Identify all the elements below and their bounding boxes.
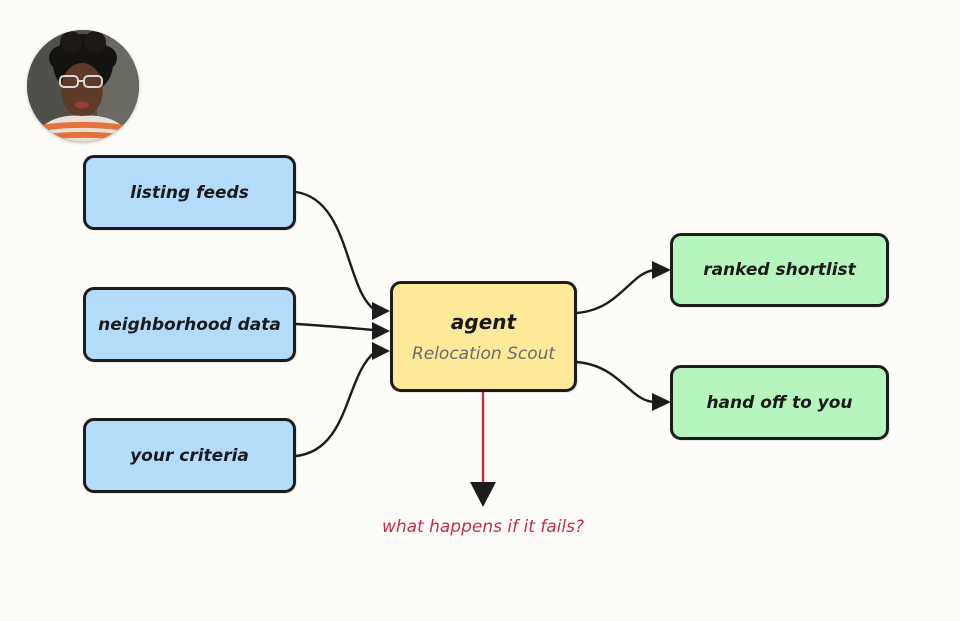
- agent-title: agent: [450, 309, 517, 334]
- agent-node[interactable]: agent Relocation Scout: [390, 281, 577, 392]
- failure-question-label: what happens if it fails?: [381, 517, 585, 537]
- arrowhead-ranked-shortlist: [652, 261, 671, 279]
- output-node-ranked-shortlist[interactable]: ranked shortlist: [670, 233, 889, 307]
- edge-agent-to-hand-off: [574, 360, 657, 404]
- input-node-label: neighborhood data: [98, 314, 281, 335]
- input-node-listing-feeds[interactable]: listing feeds: [83, 155, 296, 230]
- arrowhead-your-criteria: [372, 342, 390, 360]
- presenter-avatar: [27, 30, 139, 142]
- edge-agent-to-ranked-shortlist: [574, 268, 657, 315]
- output-node-label: hand off to you: [706, 392, 853, 413]
- edge-listing-feeds-to-agent: [294, 190, 377, 312]
- edge-neighborhood-data-to-agent: [294, 322, 376, 332]
- arrowhead-neighborhood-data: [372, 322, 390, 340]
- output-node-label: ranked shortlist: [703, 260, 856, 280]
- input-node-neighborhood-data[interactable]: neighborhood data: [83, 287, 296, 362]
- edge-your-criteria-to-agent: [294, 350, 377, 458]
- avatar-portrait: [27, 30, 139, 142]
- arrowhead-hand-off: [652, 393, 671, 411]
- output-node-hand-off[interactable]: hand off to you: [670, 365, 889, 440]
- arrowhead-listing-feeds: [372, 302, 390, 320]
- input-node-label: listing feeds: [130, 182, 249, 203]
- failure-arrowhead: [470, 482, 496, 507]
- input-node-your-criteria[interactable]: your criteria: [83, 418, 296, 493]
- agent-subtitle: Relocation Scout: [411, 343, 556, 364]
- input-node-label: your criteria: [130, 445, 249, 466]
